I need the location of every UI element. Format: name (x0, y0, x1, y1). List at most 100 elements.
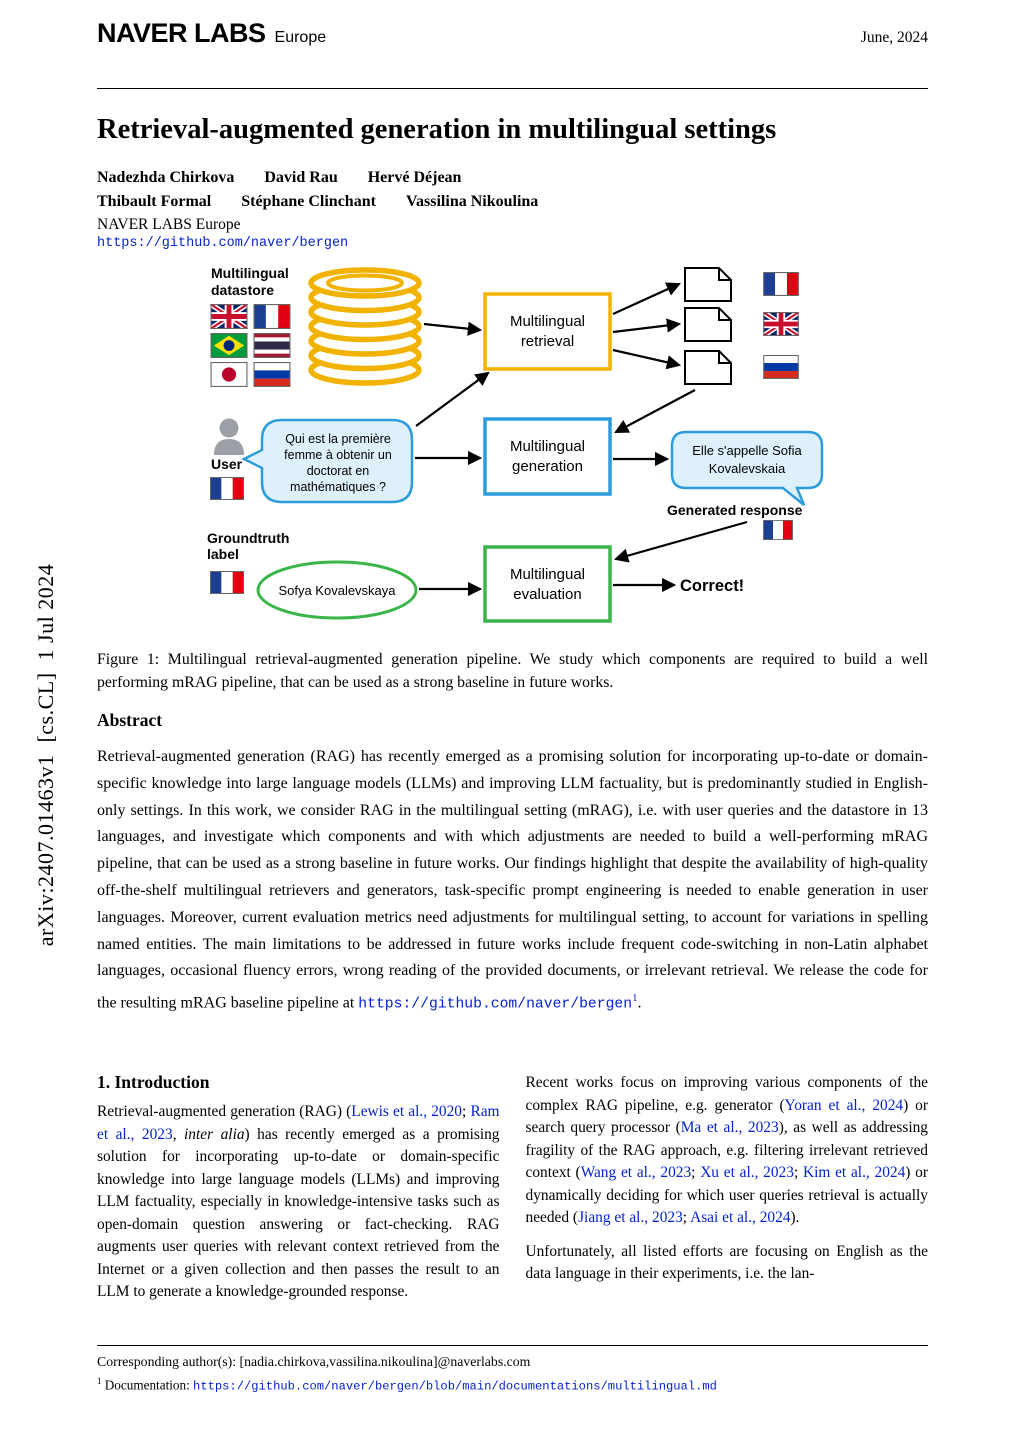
answer-line1: Elle s'appelle Sofia (692, 443, 802, 458)
author-name: Stéphane Clinchant (241, 193, 376, 210)
flag-france-icon (763, 272, 799, 296)
text-segment: Documentation: (101, 1377, 194, 1393)
corresponding-authors: Corresponding author(s): [nadia.chirkova… (97, 1354, 531, 1369)
answer-line2: Kovalevskaia (709, 461, 786, 476)
text-segment: ). (790, 1209, 800, 1226)
text-segment: ) or search query processor ( (525, 1096, 929, 1137)
publication-date: June, 2024 (860, 29, 928, 46)
evaluation-label-line1: Multilingual (510, 566, 585, 583)
groundtruth-answer: Sofya Kovalevskaya (278, 583, 396, 598)
retrieved-documents-icons (684, 267, 732, 385)
intro-paragraph-2: Recent works focus on improving various … (526, 1072, 929, 1230)
user-label: User (211, 456, 243, 472)
flow-arrows (415, 282, 748, 597)
author-list-row2: Thibault Formal Stéphane Clinchant Vassi… (97, 193, 927, 211)
text-segment: inter alia (184, 1125, 245, 1143)
flag-france-icon (763, 520, 793, 540)
database-icon (308, 267, 422, 386)
flag-brazil-icon (210, 333, 248, 358)
citation-link[interactable]: Ram et al., 2023 (97, 1103, 500, 1143)
author-name: Nadezhda Chirkova (97, 169, 235, 186)
page-header: NAVER LABS Europe June, 2024 (97, 18, 928, 49)
citation-link[interactable]: 1 (632, 992, 638, 1005)
abstract-heading: Abstract (97, 710, 163, 730)
left-column: 1. Introduction Retrieval-augmented gene… (97, 1072, 500, 1304)
author-list-row1: Nadezhda Chirkova David Rau Hervé Déjean (97, 169, 927, 187)
correct-label: Correct! (680, 577, 744, 595)
text-segment: ) has recently emerged as a promising so… (97, 1125, 500, 1301)
text-segment: Recent works focus on improving various … (525, 1074, 929, 1114)
citation-link[interactable]: Ma et al., 2023 (680, 1119, 779, 1136)
intro-paragraph-3: Unfortunately, all listed efforts are fo… (525, 1242, 929, 1283)
multilingual-retrieval-box: Multilingual retrieval (483, 292, 612, 371)
citation-link[interactable]: https://github.com/naver/bergen/blob/mai… (193, 1379, 717, 1394)
author-name: Vassilina Nikoulina (405, 193, 539, 210)
citation-link[interactable]: Jiang et al., 2023 (578, 1209, 683, 1226)
text-segment: ; (691, 1164, 701, 1181)
figure1-pipeline-diagram: Multilingual datastore Multilingual retr… (207, 265, 824, 623)
citation-link[interactable]: Kim et al., 2024 (802, 1164, 906, 1181)
citation-link[interactable]: https://github.com/naver/bergen (358, 996, 633, 1013)
citation-link[interactable]: Lewis et al., 2020 (351, 1103, 463, 1120)
citation-link[interactable]: Asai et al., 2024 (690, 1209, 791, 1226)
groundtruth-answer-ellipse: Sofya Kovalevskaya (256, 560, 418, 620)
user-icon (214, 418, 244, 455)
text-segment: 1 (97, 1376, 102, 1386)
flag-japan-icon (210, 362, 248, 387)
introduction-section: 1. Introduction Retrieval-augmented gene… (97, 1072, 928, 1304)
paper-title: Retrieval-augmented generation in multil… (97, 114, 777, 145)
query-line3: doctorat en (307, 464, 370, 478)
text-segment: ; (793, 1164, 803, 1181)
author-name: David Rau (264, 169, 338, 186)
logo-wordmark: NAVER LABS (97, 18, 266, 48)
text-segment: . (637, 994, 642, 1012)
query-line4: mathématiques ? (290, 480, 386, 494)
logo-region: Europe (274, 29, 327, 46)
intro-paragraph-1: Retrieval-augmented generation (RAG) (Le… (97, 1101, 500, 1304)
query-line1: Qui est la première (285, 432, 391, 446)
citation-link[interactable]: Yoran et al., 2024 (784, 1096, 904, 1114)
right-column: Recent works focus on improving various … (526, 1072, 929, 1304)
citation-link[interactable]: Xu et al., 2023 (700, 1164, 794, 1181)
abstract-text: Retrieval-augmented generation (RAG) has… (97, 744, 928, 1018)
multilingual-generation-box: Multilingual generation (483, 417, 612, 496)
text-segment: ; (682, 1209, 691, 1226)
groundtruth-label-line2: label (207, 546, 239, 562)
text-segment: ) or dynamically deciding for which user… (525, 1164, 929, 1226)
datastore-label-line1: Multilingual (211, 265, 289, 281)
retrieval-label-line1: Multilingual (510, 313, 585, 330)
generation-label-line1: Multilingual (510, 438, 585, 455)
text-segment: Retrieval-augmented generation (RAG) ( (97, 1103, 352, 1120)
text-segment: Retrieval-augmented generation (RAG) has… (97, 748, 928, 1012)
multilingual-evaluation-box: Multilingual evaluation (483, 545, 612, 623)
figure1-caption: Figure 1: Multilingual retrieval-augment… (97, 651, 928, 691)
text-segment: ), as well as addressing fragility of th… (525, 1119, 929, 1181)
author-name: Thibault Formal (97, 193, 212, 210)
text-segment: ; (462, 1103, 471, 1120)
footer-divider (97, 1345, 928, 1346)
generated-answer-bubble: Elle s'appelle Sofia Kovalevskaia (670, 430, 824, 506)
flag-uk-icon (763, 312, 798, 336)
section-heading: 1. Introduction (97, 1072, 210, 1092)
flag-france-icon (210, 477, 244, 500)
generation-label-line2: generation (512, 458, 583, 475)
retrieval-label-line2: retrieval (521, 333, 574, 350)
flag-russia-icon (763, 355, 799, 379)
user-query-bubble: Qui est la première femme à obtenir un d… (241, 418, 414, 504)
text-segment: , (172, 1125, 185, 1143)
header-divider (97, 88, 928, 89)
generated-response-label: Generated response (667, 502, 803, 518)
naver-labs-logo: NAVER LABS Europe (97, 18, 326, 49)
repo-link[interactable]: https://github.com/naver/bergen (97, 236, 349, 251)
author-name: Hervé Déjean (367, 169, 462, 186)
citation-link[interactable]: Wang et al., 2023 (580, 1164, 692, 1181)
query-line2: femme à obtenir un (284, 448, 392, 462)
flag-france-icon (210, 571, 244, 594)
flag-russia-icon (253, 362, 291, 387)
flag-france-icon (253, 304, 291, 329)
arxiv-watermark: arXiv:2407.01463v1 [cs.CL] 1 Jul 2024 (33, 563, 58, 947)
affiliation: NAVER LABS Europe (97, 216, 241, 233)
groundtruth-label-line1: Groundtruth (207, 530, 289, 546)
datastore-label-line2: datastore (211, 282, 274, 298)
